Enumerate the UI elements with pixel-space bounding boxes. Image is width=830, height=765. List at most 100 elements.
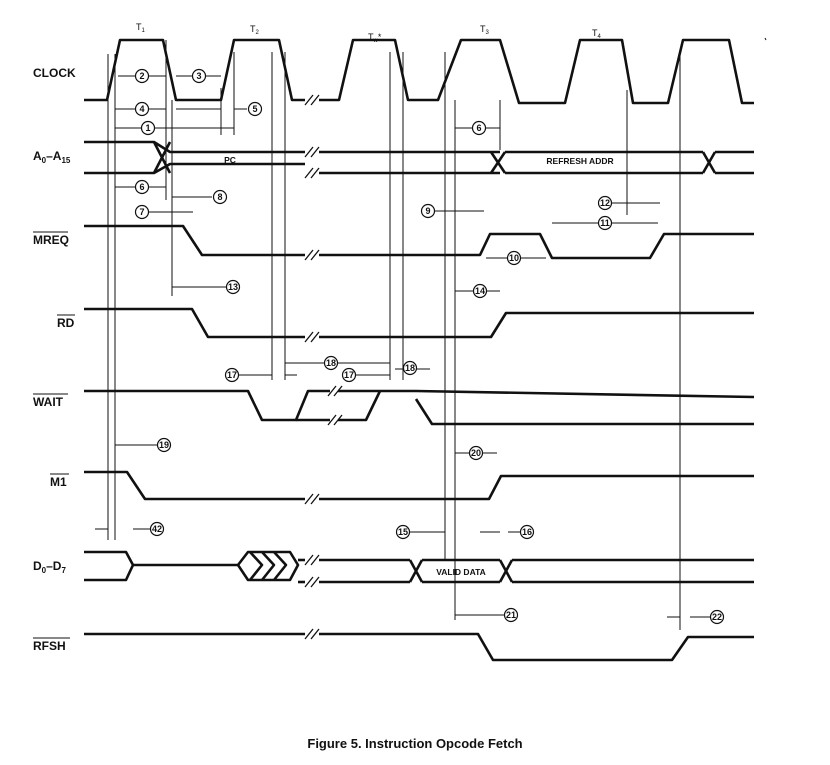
- param-circle: [191, 68, 207, 84]
- mreq-label: MREQ: [33, 233, 69, 247]
- param-circle: [323, 355, 339, 371]
- param-circle: [395, 524, 411, 540]
- param-label: 17: [344, 370, 354, 380]
- wait-lower-2: [338, 390, 382, 422]
- param-circle: [341, 367, 357, 383]
- mreq-waveform: [84, 224, 305, 257]
- param-label: 14: [475, 286, 485, 296]
- param-label: 19: [159, 440, 169, 450]
- mreq-waveform-cont: [319, 232, 754, 260]
- param-label: 1: [145, 123, 150, 133]
- period-t1-label: T1: [136, 22, 146, 34]
- rfsh-label: RFSH: [33, 639, 66, 653]
- param-circle: [140, 120, 156, 136]
- param-label: 4: [139, 104, 144, 114]
- period-tw-label: Tw*: [368, 32, 382, 44]
- period-t4-label: T4: [592, 28, 602, 40]
- data-cross-2b: [498, 559, 514, 583]
- param-label: 42: [152, 524, 162, 534]
- param-circle: [212, 189, 228, 205]
- param-circle: [709, 609, 725, 625]
- param-label: 21: [506, 610, 516, 620]
- param-label: 6: [476, 123, 481, 133]
- address-bus-upper: [84, 140, 305, 154]
- address-bus-lower: [84, 162, 305, 175]
- clock-break-mark: [304, 94, 320, 106]
- param-circle: [519, 524, 535, 540]
- param-circle: [506, 250, 522, 266]
- param-circle: [471, 120, 487, 136]
- data-cross-1b: [408, 559, 424, 583]
- rd-waveform: [84, 307, 305, 339]
- pc-label: PC: [224, 155, 236, 165]
- param-label: 17: [227, 370, 237, 380]
- param-label: 16: [522, 527, 532, 537]
- wait-break-mark: [327, 385, 343, 426]
- param-label: 11: [600, 218, 610, 228]
- address-bus-label: A0–A15: [33, 149, 71, 165]
- wait-upper: [84, 389, 330, 422]
- wait-upper-2: [338, 389, 755, 399]
- mreq-break-mark: [304, 249, 320, 261]
- rfsh-waveform-cont: [319, 632, 754, 662]
- m1-waveform-cont: [319, 474, 754, 501]
- m1-break-mark: [304, 493, 320, 505]
- param-label: 12: [600, 198, 610, 208]
- figure-caption: Figure 5. Instruction Opcode Fetch: [307, 736, 523, 751]
- m1-waveform: [84, 470, 305, 501]
- address-break-mark: [304, 146, 320, 179]
- timing-parameters: 2 3 4 5 1 6 6 8 7 9: [95, 68, 725, 625]
- reference-lines: [107, 40, 681, 630]
- rd-break-mark: [304, 331, 320, 343]
- wait-label: WAIT: [33, 395, 64, 409]
- rd-waveform-cont: [319, 311, 754, 339]
- param-circle: [134, 101, 150, 117]
- period-t2-label: T2: [250, 24, 260, 36]
- m1-label: M1: [50, 475, 67, 489]
- wait-lower-3: [414, 398, 754, 426]
- param-circle: [156, 437, 172, 453]
- data-bus-indeterminate: [236, 550, 300, 582]
- param-label: 5: [252, 104, 257, 114]
- data-bus-label: D0–D7: [33, 559, 66, 575]
- data-bus-upper: [84, 550, 135, 566]
- param-circle: [597, 195, 613, 211]
- address-cross-1b: [152, 141, 172, 174]
- param-circle: [224, 367, 240, 383]
- address-cross-2b: [489, 151, 507, 174]
- param-label: 13: [228, 282, 238, 292]
- valid-data-label: VALID DATA: [436, 567, 486, 577]
- param-label: 9: [425, 206, 430, 216]
- rfsh-break-mark: [304, 628, 320, 640]
- clock-label: CLOCK: [33, 66, 76, 80]
- param-circle: [472, 283, 488, 299]
- clock-waveform-cont: [319, 38, 754, 105]
- param-label: 20: [471, 448, 481, 458]
- param-label: 15: [398, 527, 408, 537]
- param-circle: [247, 101, 263, 117]
- param-circle: [503, 607, 519, 623]
- param-label: 18: [405, 363, 415, 373]
- param-label: 2: [139, 71, 144, 81]
- param-circle: [420, 203, 436, 219]
- rd-label: RD: [57, 316, 75, 330]
- param-label: 22: [712, 612, 722, 622]
- address-cross-3b: [701, 151, 717, 174]
- data-break-mark: [304, 554, 320, 588]
- param-label: 18: [326, 358, 336, 368]
- period-t3-label: T3: [480, 24, 490, 36]
- param-circle: [134, 179, 150, 195]
- param-label: 7: [139, 207, 144, 217]
- param-circle: [402, 360, 418, 376]
- param-circle: [225, 279, 241, 295]
- param-circle: [468, 445, 484, 461]
- param-label: 6: [139, 182, 144, 192]
- param-circle: [134, 204, 150, 220]
- param-circle: [134, 68, 150, 84]
- param-label: 3: [196, 71, 201, 81]
- param-label: 10: [509, 253, 519, 263]
- param-label: 8: [217, 192, 222, 202]
- param-circle: [149, 521, 165, 537]
- param-circle: [597, 215, 613, 231]
